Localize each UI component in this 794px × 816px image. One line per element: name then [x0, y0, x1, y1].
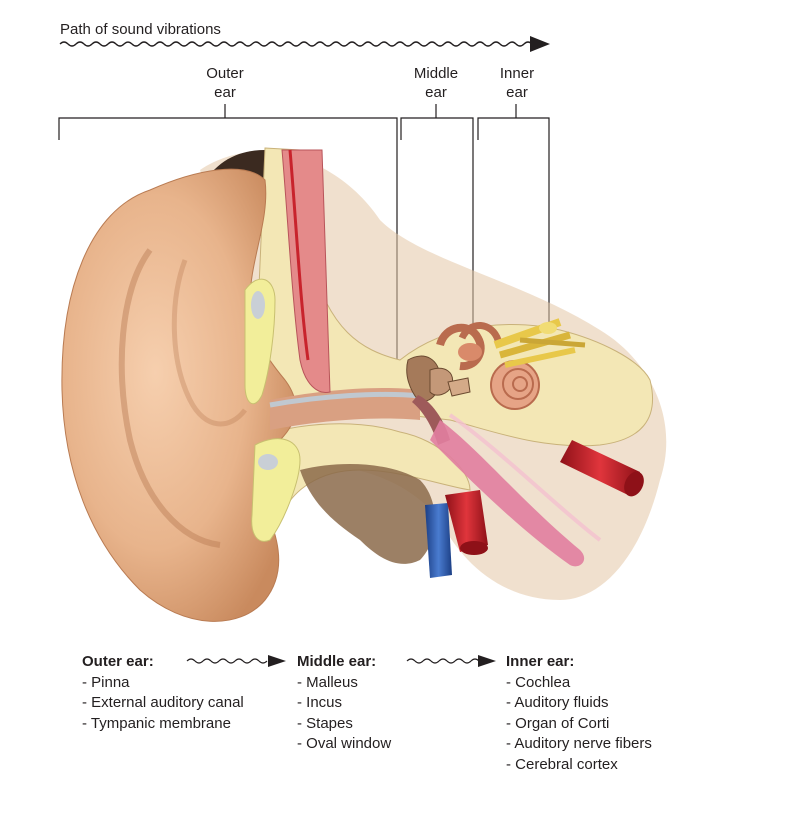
list-item: - Pinna	[82, 673, 130, 691]
external-auditory-canal	[269, 388, 421, 430]
cartilage-detail	[258, 454, 278, 470]
list-item: - Cochlea	[506, 673, 571, 691]
inner-ear-bracket	[477, 104, 550, 330]
inner-ear-structures	[436, 322, 540, 410]
eustachian-tube	[430, 420, 585, 567]
list-item: - Cerebral cortex	[506, 755, 618, 773]
lower-artery	[445, 490, 488, 555]
pinna	[61, 168, 301, 622]
outer-ear-label: Outer ear	[195, 64, 255, 102]
ossicles	[406, 355, 471, 402]
inner-ear-label-line2: ear	[506, 84, 528, 101]
path-of-sound-label: Path of sound vibrations	[60, 21, 221, 38]
legend-outer-ear: Outer ear: - Pinna - External auditory c…	[82, 652, 244, 734]
list-item: - Auditory fluids	[506, 694, 609, 711]
auditory-nerve	[493, 318, 586, 368]
legend-outer-ear-title: Outer ear:	[82, 653, 154, 670]
legend-arrow-2	[406, 655, 496, 667]
internal-carotid-artery	[560, 440, 644, 497]
cochlea	[490, 360, 540, 410]
outer-ear-label-line1: Outer	[206, 65, 244, 82]
legend-inner-ear: Inner ear: - Cochlea - Auditory fluids -…	[506, 652, 652, 775]
middle-ear-bracket	[400, 104, 474, 400]
list-item: - Oval window	[297, 735, 392, 752]
middle-ear-label: Middle ear	[404, 64, 468, 102]
sound-path-arrow	[59, 36, 550, 52]
list-item: - Organ of Corti	[506, 714, 610, 732]
legend-arrow-1	[186, 655, 286, 667]
legend-middle-ear-title: Middle ear:	[297, 653, 377, 670]
soft-tissue	[300, 464, 435, 564]
inner-ear-label: Inner ear	[487, 64, 547, 102]
list-item: - External auditory canal	[82, 694, 244, 711]
list-item: - Tympanic membrane	[82, 714, 231, 732]
middle-ear-label-line1: Middle	[413, 65, 459, 82]
list-item: - Auditory nerve fibers	[506, 735, 652, 752]
legend-inner-ear-title: Inner ear:	[506, 653, 575, 670]
list-item: - Malleus	[297, 673, 358, 691]
cartilage-detail	[251, 291, 265, 319]
inner-ear-label-line1: Inner	[499, 65, 535, 82]
list-item: - Stapes	[297, 714, 353, 732]
jugular-vein	[425, 503, 452, 578]
middle-ear-label-line2: ear	[425, 84, 447, 101]
outer-ear-label-line2: ear	[214, 84, 236, 101]
list-item: - Incus	[297, 694, 343, 711]
legend-middle-ear: Middle ear: - Malleus - Incus - Stapes -…	[297, 652, 391, 755]
